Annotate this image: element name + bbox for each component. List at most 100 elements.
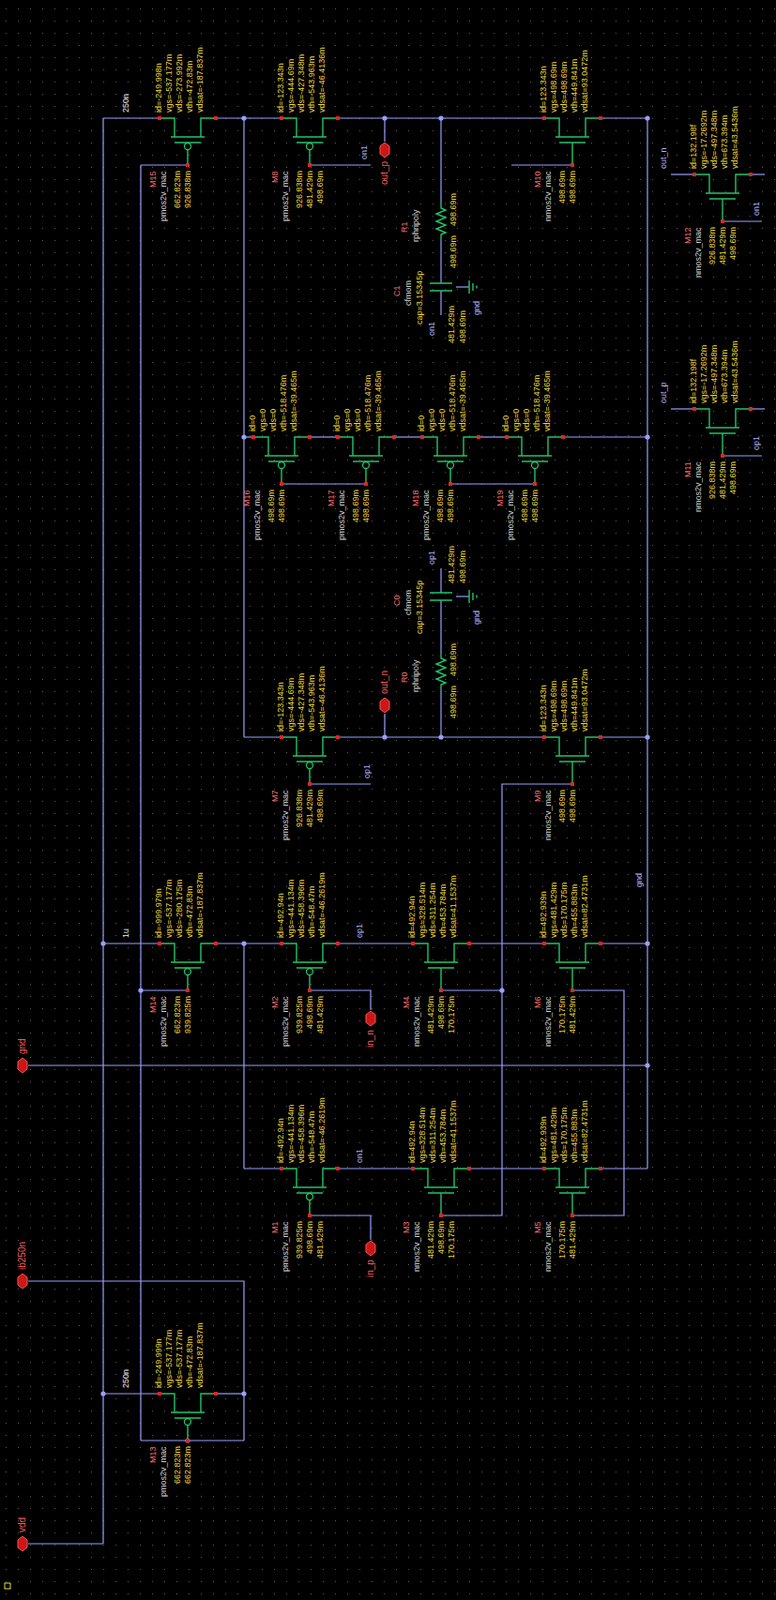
junction-dot: [100, 1391, 106, 1397]
capacitor-symbol: [429, 590, 477, 604]
wire: [337, 943, 413, 944]
junction-dot: [241, 1391, 246, 1397]
operating-point: vdsat=-39.465m: [289, 370, 300, 432]
pin-glyph: [379, 141, 391, 159]
transistor-symbol: [692, 172, 753, 224]
operating-point: vgs=0: [258, 409, 269, 432]
instance-name: M1: [270, 1221, 281, 1234]
operating-point: vdsat=43.5436m: [730, 340, 741, 404]
pmos-bubble: [306, 1194, 314, 1202]
terminal: [598, 735, 603, 740]
operating-point: vgs=-17.2692m: [699, 110, 710, 169]
model-name: pmos2v_mac: [252, 489, 263, 541]
net-label: gnd: [471, 301, 483, 316]
capacitor-symbol: [429, 280, 477, 294]
node-voltage: 498.69m: [350, 489, 362, 523]
operating-point: cap=3.15345p: [414, 271, 426, 325]
terminal: [213, 116, 218, 121]
junction-dot: [644, 1063, 650, 1068]
transistor-symbol: [335, 435, 396, 487]
symbol-outline: [412, 943, 470, 991]
operating-point: id=-123.343n: [275, 62, 287, 113]
terminal: [598, 942, 603, 946]
operating-point: vth=455.883m: [569, 884, 580, 939]
operating-point: vds=-497.348m: [709, 110, 720, 169]
pmos-bubble: [184, 969, 192, 976]
operating-point: vth=-518.476m: [363, 375, 374, 432]
junction-dot: [241, 434, 246, 440]
transistor-symbol: [692, 407, 753, 458]
model-name: nmos2v_mac: [693, 461, 704, 513]
node-voltage: 939.825m: [294, 996, 305, 1035]
operating-point: vds=311.254m: [427, 882, 439, 939]
operating-point: vgs=328.514m: [417, 882, 428, 939]
instance-name: M19: [495, 489, 506, 507]
terminal: [570, 163, 575, 168]
operating-point: vds=170.175m: [559, 882, 570, 939]
symbols: [157, 116, 753, 1444]
transistor-symbol: [279, 116, 340, 168]
node-voltage: 498.69m: [728, 227, 739, 260]
transistor-symbol: [542, 942, 603, 993]
terminal: [598, 116, 603, 121]
terminal: [410, 942, 415, 946]
terminal: [448, 482, 453, 487]
operating-point: vdsat=82.4731m: [579, 1100, 591, 1164]
terminal: [279, 735, 284, 740]
model-name: nmos2v_mac: [543, 996, 554, 1048]
wire: [383, 118, 385, 142]
operating-point: vth=-543.963m: [306, 56, 318, 113]
terminal: [307, 435, 312, 440]
operating-point: id=132.198f: [688, 124, 700, 169]
net-label: on1: [751, 201, 762, 216]
transistor-symbol: [410, 942, 472, 993]
node-voltage: 498.69m: [436, 1221, 447, 1255]
junction-dot: [381, 734, 387, 740]
wire: [600, 736, 648, 738]
origin-marker: [4, 1583, 11, 1590]
operating-point: cap=3.15345p: [414, 580, 426, 635]
pmos-bubble: [306, 143, 314, 151]
wire: [670, 408, 695, 410]
wire: [440, 568, 442, 594]
junction-dot: [499, 988, 504, 993]
wire: [187, 1440, 244, 1442]
symbol-outline: [412, 1169, 470, 1217]
wire: [440, 690, 442, 738]
operating-point: id=-123.343n: [275, 682, 287, 732]
node-voltage: 498.69m: [457, 310, 469, 344]
wire: [309, 436, 338, 438]
pin: ib250n: [16, 1242, 29, 1291]
transistor-symbol: [279, 735, 340, 787]
wire: [309, 783, 371, 785]
wire: [511, 164, 573, 166]
node-voltage: 170.175m: [557, 996, 568, 1035]
operating-point: vdsat=-46.4136m: [317, 46, 328, 113]
operating-point: vdsat=-39.465m: [457, 370, 469, 432]
operating-point: vth=-548.47m: [306, 1111, 318, 1164]
wire: [243, 943, 244, 1170]
junction-dot: [644, 434, 650, 440]
transistor-symbol: [420, 435, 481, 487]
pin-name: vdd: [16, 1518, 29, 1534]
instance-name: M9: [532, 790, 544, 803]
operating-point: vth=-548.47m: [306, 886, 318, 939]
node-voltage: 481.429m: [446, 305, 457, 344]
operating-point: vdsat=43.5436m: [730, 106, 741, 169]
terminal: [542, 735, 547, 740]
net-label: gnd: [471, 610, 483, 625]
terminal: [213, 942, 218, 946]
node-voltage: 498.69m: [448, 235, 459, 269]
operating-point: vth=-472.83m: [184, 886, 196, 939]
operating-point: id=0: [332, 415, 343, 432]
node-voltage: 498.69m: [567, 790, 579, 823]
wire: [646, 118, 648, 1170]
operating-point: vgs=-17.2692m: [699, 345, 710, 404]
instance-name: M5: [532, 1221, 544, 1234]
symbol-outline: [694, 409, 751, 457]
current-label: 250n: [121, 93, 132, 113]
transistor-symbol: [157, 942, 218, 993]
operating-point: id=492.94n: [407, 1121, 418, 1164]
transistor-symbol: [279, 942, 340, 993]
